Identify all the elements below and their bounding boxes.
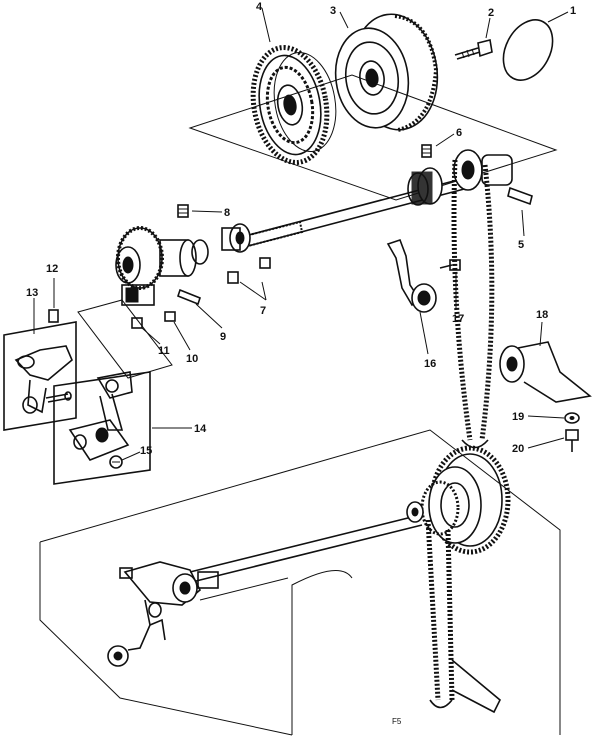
upper-belt-pulley	[451, 149, 513, 449]
part-14-crank-box	[53, 371, 151, 485]
lower-belt	[425, 519, 501, 714]
part-7-set-screws	[227, 257, 271, 284]
callout-15: 15	[140, 445, 152, 457]
part-12-screw	[48, 309, 59, 323]
leader-lines	[33, 7, 569, 461]
lower-handwheel	[406, 445, 511, 555]
callout-7: 7	[260, 305, 266, 317]
callout-17: 17	[452, 313, 464, 325]
callout-9: 9	[220, 331, 226, 343]
lower-crank-assembly	[107, 561, 219, 667]
part-9-pin	[177, 288, 201, 306]
shaft-collar	[407, 167, 443, 206]
callout-5: 5	[518, 239, 524, 251]
gear-hub-assembly	[115, 226, 209, 290]
crank-block	[121, 284, 155, 306]
callout-12: 12	[46, 263, 58, 275]
shaft-bushing	[221, 223, 251, 253]
part-11-screw	[131, 317, 143, 329]
machine-body-outline	[39, 429, 561, 736]
part-1-ring	[502, 19, 554, 81]
part-10-screw	[164, 311, 176, 322]
part-19-washer	[564, 412, 580, 424]
page-mark: F5	[392, 717, 402, 726]
callout-20: 20	[512, 443, 524, 455]
top-guide-plane	[188, 74, 558, 201]
callout-16: 16	[424, 358, 436, 370]
middle-guide-plane	[77, 299, 173, 379]
callout-2: 2	[488, 7, 494, 19]
part-6-set-screw	[421, 144, 432, 158]
callout-11: 11	[158, 345, 170, 357]
part-15-screw	[109, 455, 123, 469]
part-18-bracket	[499, 341, 592, 403]
part-20-screw	[565, 429, 579, 452]
part-3-pulley	[334, 13, 439, 132]
part-16-lever	[386, 238, 437, 313]
part-4-gear-wheel	[250, 45, 337, 165]
part-17-screw	[439, 259, 461, 271]
callout-4: 4	[256, 1, 263, 13]
callout-6: 6	[456, 127, 462, 139]
callout-10: 10	[186, 353, 198, 365]
part-8-set-screw	[177, 204, 189, 218]
callout-18: 18	[536, 309, 548, 321]
callout-8: 8	[224, 207, 230, 219]
part-2-screw	[454, 39, 493, 60]
callout-1: 1	[570, 5, 576, 17]
lower-shaft	[189, 514, 423, 583]
callout-14: 14	[194, 423, 207, 435]
callout-19: 19	[512, 411, 524, 423]
part-13-linkage-box	[3, 321, 77, 431]
part-5-pin	[507, 186, 533, 206]
callout-13: 13	[26, 287, 38, 299]
callout-3: 3	[330, 5, 336, 17]
callout-labels: 1 2 3 4 5 6 7 8 9 10 11 12 13 14 15 16 1…	[26, 1, 576, 726]
